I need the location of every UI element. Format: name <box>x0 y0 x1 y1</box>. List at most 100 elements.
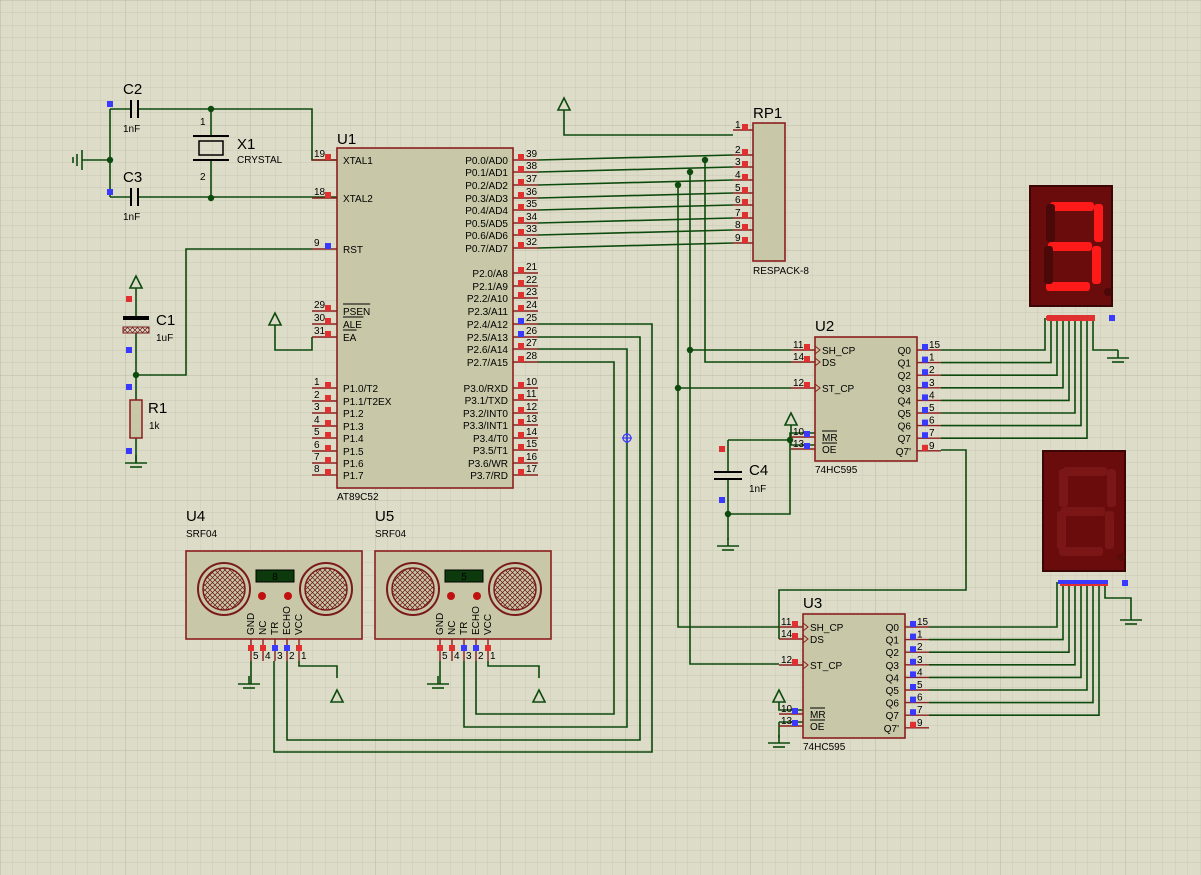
pin-number: 5 <box>442 651 448 662</box>
pin-number: 22 <box>526 275 538 286</box>
pin-marker <box>260 645 266 651</box>
pin-number: 4 <box>929 390 935 401</box>
pin-label: Q3 <box>898 384 912 395</box>
pin-label: Q1 <box>886 636 900 647</box>
pin-number: 2 <box>735 145 741 156</box>
pin-number: 9 <box>735 233 741 244</box>
pin-label: XTAL2 <box>343 194 373 205</box>
pin-marker <box>449 645 455 651</box>
pin-marker <box>126 296 132 302</box>
pin-number: 26 <box>526 326 538 337</box>
pin-number: 33 <box>526 224 538 235</box>
pin-marker <box>325 420 331 426</box>
pin-marker <box>910 721 916 728</box>
pin-label: P1.3 <box>343 422 364 433</box>
junction-dot <box>132 371 140 379</box>
segment-d <box>1046 282 1090 291</box>
pin-number: 8 <box>735 220 741 231</box>
shift-register-u2[interactable]: U274HC59511SH_CP14DS12ST_CP10MR13OE15Q01… <box>791 318 941 476</box>
pin-label: Q7' <box>896 447 911 458</box>
pin-label: P1.4 <box>343 434 364 445</box>
pin-marker <box>325 318 331 324</box>
pin-marker <box>719 497 725 503</box>
junction-dot <box>701 156 709 164</box>
pin-marker <box>518 229 524 235</box>
pin-marker <box>804 443 810 449</box>
pin-label: Q0 <box>886 623 900 634</box>
sonar-readout: 5 <box>461 572 467 583</box>
pin-number: 14 <box>526 427 538 438</box>
pin-number: 3 <box>735 157 741 168</box>
pin-label: Q4 <box>886 673 900 684</box>
pin-marker <box>325 331 331 337</box>
pin-number: 1 <box>929 353 935 364</box>
pin-label: Q1 <box>898 359 912 370</box>
ground-symbol <box>1120 612 1142 625</box>
ground-symbol <box>427 676 449 689</box>
pin-number: 4 <box>265 651 271 662</box>
mcu-u1[interactable]: U1AT89C5219XTAL118XTAL29RST29PSEN30ALE31… <box>312 131 538 503</box>
pin-marker <box>1109 315 1115 321</box>
pin-number: 15 <box>929 340 941 351</box>
pin-marker <box>518 154 524 160</box>
shift-register-u3[interactable]: U374HC59511SH_CP14DS12ST_CP10MR13OE15Q01… <box>779 595 929 753</box>
pin-label: P0.3/AD3 <box>465 194 508 205</box>
pin-number: 1 <box>917 630 923 641</box>
pin-number: 17 <box>526 464 538 475</box>
pin-number: 12 <box>526 402 538 413</box>
power-terminal <box>556 96 572 111</box>
pin-number: 37 <box>526 174 538 185</box>
pin-number: 24 <box>526 300 538 311</box>
pin-number: 2 <box>478 651 484 662</box>
pin-marker <box>461 645 467 651</box>
pin-marker <box>518 432 524 438</box>
pin-marker <box>742 187 748 193</box>
pin-marker <box>1122 580 1128 586</box>
pin-marker <box>518 280 524 286</box>
pin-marker <box>922 419 928 426</box>
pin-number: 4 <box>917 667 923 678</box>
pin-marker <box>792 708 798 714</box>
pin-number: 21 <box>526 262 538 273</box>
power-terminal <box>531 688 547 703</box>
pin-label: Q6 <box>886 699 900 710</box>
pin-number: 9 <box>314 238 320 249</box>
pin-label: ECHO <box>471 606 482 635</box>
pin-label: PSEN <box>343 307 370 318</box>
pin-marker <box>719 446 725 452</box>
part-reference: C1 <box>156 312 175 329</box>
pin-marker <box>107 189 113 195</box>
pin-label: Q2 <box>898 371 912 382</box>
pin-number: 27 <box>526 338 538 349</box>
part-reference: X1 <box>237 136 255 153</box>
part-reference: U5 <box>375 508 394 525</box>
pin-marker <box>518 394 524 400</box>
pin-number: 14 <box>793 352 805 363</box>
pin-marker <box>922 369 928 376</box>
pin-number: 3 <box>466 651 472 662</box>
pin-number: 4 <box>454 651 460 662</box>
pin-marker <box>922 344 928 350</box>
pin-marker <box>910 633 916 640</box>
part-reference: U1 <box>337 131 356 148</box>
pin-marker <box>910 671 916 678</box>
pin-marker <box>518 305 524 311</box>
pin-label: P1.0/T2 <box>343 384 378 395</box>
pin-number: 29 <box>314 300 326 311</box>
pin-marker <box>518 267 524 273</box>
pin-marker <box>518 331 524 337</box>
pin-label: Q7 <box>886 711 900 722</box>
segment-c <box>1092 246 1101 284</box>
pin-marker <box>325 445 331 451</box>
pin-label: GND <box>246 613 257 635</box>
